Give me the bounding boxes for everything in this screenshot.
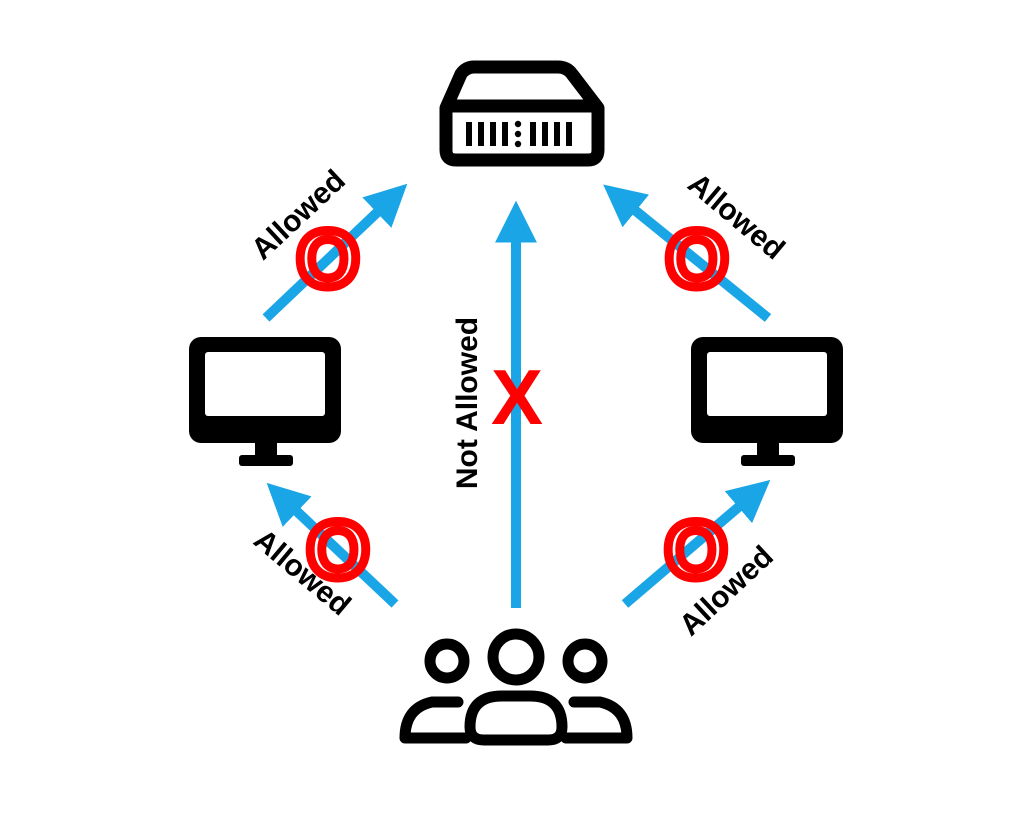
arrow-bottom-left — [266, 482, 399, 608]
allowed-mark-top-left: O — [297, 214, 359, 303]
monitor-icon-left — [189, 337, 341, 466]
monitor-icon-right — [691, 337, 843, 466]
label-center: Not Allowed — [451, 317, 484, 489]
allowed-mark-bottom-left: O — [307, 505, 369, 594]
users-group-icon — [399, 628, 633, 746]
allowed-mark-top-right: O — [666, 214, 728, 303]
arrow-bottom-right — [621, 479, 771, 608]
server-icon — [439, 60, 605, 167]
not-allowed-mark: X — [491, 353, 543, 441]
allowed-mark-bottom-right: O — [665, 505, 727, 594]
arrow-top-right — [603, 184, 772, 322]
arrow-top-left — [262, 183, 408, 322]
